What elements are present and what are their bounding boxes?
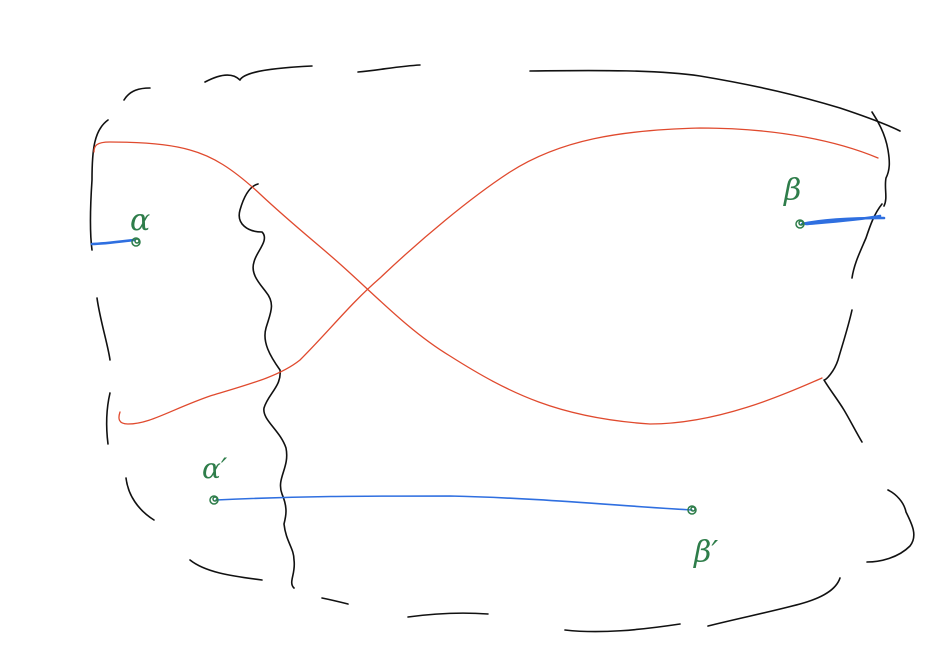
boundary-bottom-right xyxy=(707,577,841,627)
boundary-left-lower xyxy=(105,392,111,445)
beta-endpoint-icon xyxy=(795,219,805,229)
boundary-right-top xyxy=(871,111,891,207)
boundary-top-left-b xyxy=(204,65,313,83)
boundary-bottom-left xyxy=(189,559,263,581)
boundary-bottom-a xyxy=(321,597,349,605)
boundary-top-right xyxy=(529,69,901,132)
boundary-left-mid xyxy=(96,297,111,361)
red-curve-ascending xyxy=(118,127,879,425)
red-curve-descending xyxy=(93,141,823,425)
label-alpha: α xyxy=(130,203,150,238)
boundary-left-bottom xyxy=(125,477,155,521)
boundary-bottom-b xyxy=(407,612,489,618)
beta-prime-endpoint-icon xyxy=(687,505,697,515)
boundary-top-mid xyxy=(357,64,421,73)
boundary-bottom-c xyxy=(564,623,681,633)
outer-boundary xyxy=(89,64,915,633)
blue-arc-lower xyxy=(215,495,693,511)
label-alpha-prime: α′ xyxy=(202,452,228,485)
left-wavy-cut xyxy=(238,183,296,589)
right-wavy-cut-lower xyxy=(823,309,863,443)
blue-stub-right xyxy=(800,214,886,226)
label-beta-prime: β′ xyxy=(693,535,718,570)
boundary-top-left-a xyxy=(123,87,151,101)
alpha-prime-endpoint-icon xyxy=(209,495,219,505)
boundary-right-bottom xyxy=(866,489,915,563)
blue-stub-left xyxy=(90,238,136,246)
right-wavy-cut xyxy=(851,203,883,279)
label-beta: β xyxy=(783,173,801,208)
alpha-endpoint-icon xyxy=(131,237,141,247)
boundary-left-top xyxy=(89,119,109,251)
